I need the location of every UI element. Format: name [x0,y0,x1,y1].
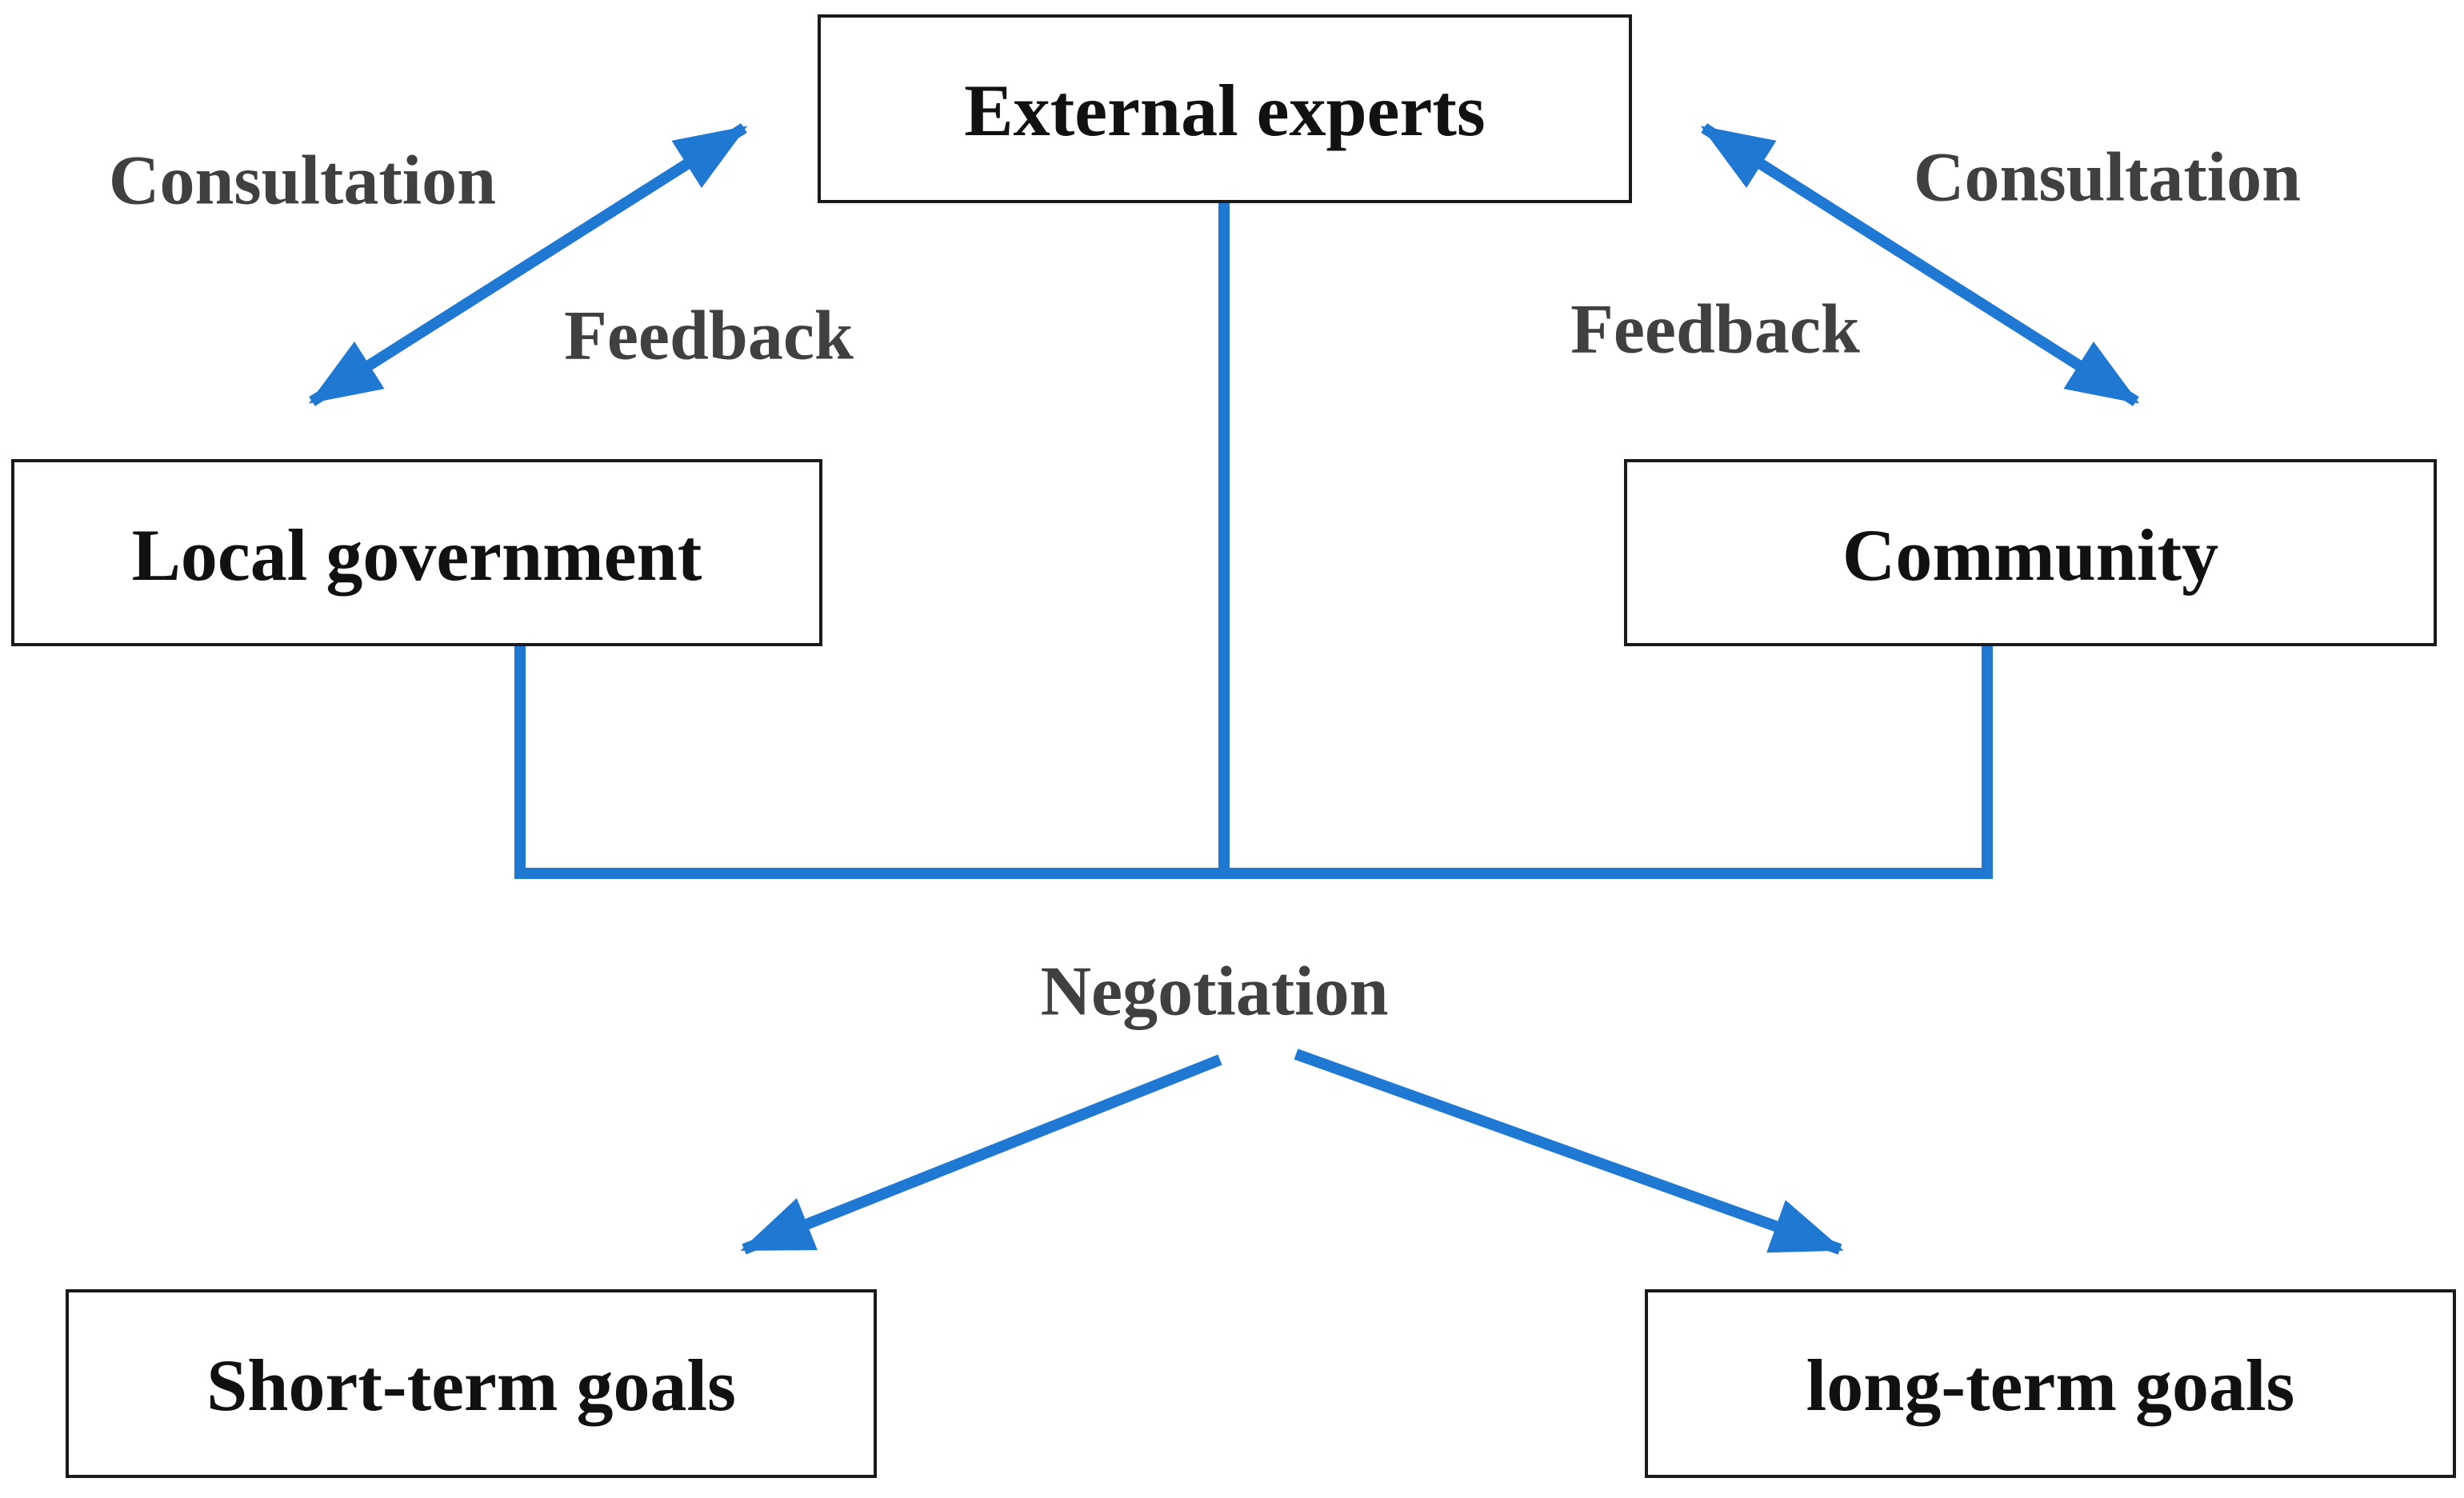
negotiation-to-short-term-arrow [740,1054,1222,1255]
right-consultation-feedback-arrow [1700,123,2140,406]
local-government-node: Local government [11,459,822,646]
external-experts-label: External experts [964,70,1486,151]
external-experts-node: External experts [818,14,1632,203]
community-node: Community [1624,459,2437,646]
negotiation-bracket-connector [514,646,1993,879]
feedback-left-label: Feedback [564,298,854,375]
left-consultation-feedback-arrow [308,123,748,406]
consultation-left-label: Consultation [109,142,496,220]
negotiation-to-long-term-arrow [1294,1049,1844,1255]
consultation-right-label: Consultation [1914,139,2301,217]
local-government-label: Local government [132,514,702,596]
negotiation-label: Negotiation [1040,953,1388,1031]
long-term-goals-node: long-term goals [1645,1289,2456,1478]
short-term-goals-label: Short-term goals [206,1344,736,1426]
community-label: Community [1842,514,2218,596]
long-term-goals-label: long-term goals [1806,1344,2295,1426]
feedback-right-label: Feedback [1570,291,1860,369]
short-term-goals-node: Short-term goals [66,1289,877,1478]
